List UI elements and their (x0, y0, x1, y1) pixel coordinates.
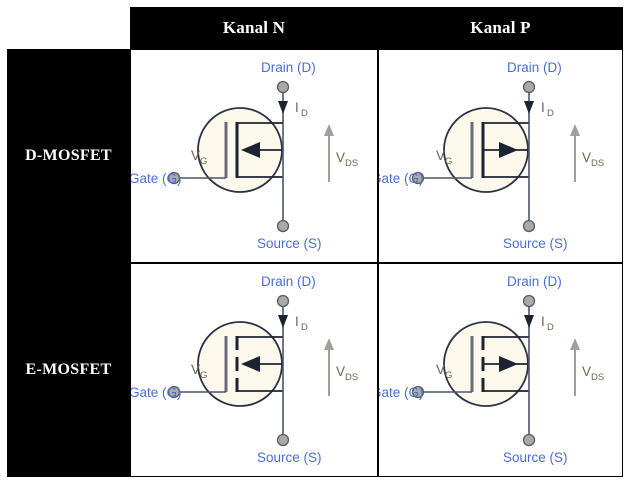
body-arrow-right-icon (499, 356, 518, 372)
drain-label: Drain (D) (261, 60, 316, 75)
id-label: I (541, 100, 545, 115)
vds-arrow-head-icon (570, 124, 580, 136)
source-label: Source (S) (257, 236, 322, 251)
mosfet-symbol-emosfet-n: Drain (D) I D Gate (G) V G (131, 274, 358, 465)
vg-subscript: G (445, 156, 452, 167)
row-header-e-mosfet: E-MOSFET (7, 263, 130, 477)
id-subscript: D (301, 108, 308, 119)
drain-terminal-dot (276, 294, 290, 308)
drain-label: Drain (D) (261, 274, 316, 289)
vds-subscript: DS (345, 372, 358, 383)
vds-arrow-head-icon (324, 124, 334, 136)
vds-label: V (336, 364, 345, 379)
id-subscript: D (547, 322, 554, 333)
table-grid: Kanal N Kanal P D-MOSFET E-MOSFET Drain … (7, 7, 623, 477)
vg-label: V (436, 362, 445, 377)
source-terminal-dot (276, 433, 290, 447)
drain-current-arrow-icon (524, 101, 534, 114)
gate-terminal-dot (411, 385, 425, 399)
gate-label: Gate (G) (131, 171, 182, 186)
gate-terminal-dot (167, 171, 181, 185)
gate-label: Gate (G) (379, 171, 424, 186)
vds-subscript: DS (345, 158, 358, 169)
source-terminal-dot (522, 219, 536, 233)
drain-terminal-dot (522, 294, 536, 308)
vds-arrow-head-icon (324, 338, 334, 350)
gate-label: Gate (G) (131, 385, 182, 400)
vds-arrow-head-icon (570, 338, 580, 350)
vg-subscript: G (200, 370, 207, 381)
vds-label: V (336, 150, 345, 165)
id-subscript: D (301, 322, 308, 333)
mosfet-symbol-dmosfet-n: Drain (D) I D (131, 60, 358, 251)
source-label: Source (S) (503, 450, 568, 465)
vg-label: V (191, 362, 200, 377)
id-label: I (295, 314, 299, 329)
drain-current-arrow-icon (278, 315, 288, 328)
vds-subscript: DS (591, 372, 604, 383)
source-terminal-dot (276, 219, 290, 233)
id-subscript: D (547, 108, 554, 119)
gate-label: Gate (G) (379, 385, 424, 400)
comparison-table: Kanal N Kanal P D-MOSFET E-MOSFET Drain … (7, 7, 623, 477)
vg-label: V (436, 148, 445, 163)
row-header-d-mosfet: D-MOSFET (7, 49, 130, 263)
symbol-cell-emosfet-p: Drain (D) I D Gate (G) V G (379, 264, 622, 476)
body-arrow-left-icon (241, 356, 260, 372)
id-label: I (541, 314, 545, 329)
drain-label: Drain (D) (507, 60, 562, 75)
mosfet-symbol-emosfet-p: Drain (D) I D Gate (G) V G (379, 274, 604, 465)
vg-subscript: G (445, 370, 452, 381)
drain-terminal-dot (276, 80, 290, 94)
symbol-cell-dmosfet-n: Drain (D) I D (131, 50, 377, 262)
symbol-cell-emosfet-n: Drain (D) I D Gate (G) V G (131, 264, 377, 476)
drain-current-arrow-icon (524, 315, 534, 328)
body-arrow-right-icon (499, 142, 518, 158)
id-label: I (295, 100, 299, 115)
vg-subscript: G (200, 156, 207, 167)
mosfet-symbol-dmosfet-p: Drain (D) I D Gate (G) V G (379, 60, 604, 251)
drain-label: Drain (D) (507, 274, 562, 289)
body-arrow-left-icon (241, 142, 260, 158)
source-terminal-dot (522, 433, 536, 447)
table-corner-cell (7, 7, 130, 49)
vds-label: V (582, 364, 591, 379)
drain-terminal-dot (522, 80, 536, 94)
vds-label: V (582, 150, 591, 165)
vds-subscript: DS (591, 158, 604, 169)
gate-terminal-dot (167, 385, 181, 399)
drain-current-arrow-icon (278, 101, 288, 114)
vg-label: V (191, 148, 200, 163)
column-header-kanal-n: Kanal N (130, 7, 378, 49)
source-label: Source (S) (257, 450, 322, 465)
source-label: Source (S) (503, 236, 568, 251)
column-header-kanal-p: Kanal P (378, 7, 623, 49)
symbol-cell-dmosfet-p: Drain (D) I D Gate (G) V G (379, 50, 622, 262)
gate-terminal-dot (411, 171, 425, 185)
